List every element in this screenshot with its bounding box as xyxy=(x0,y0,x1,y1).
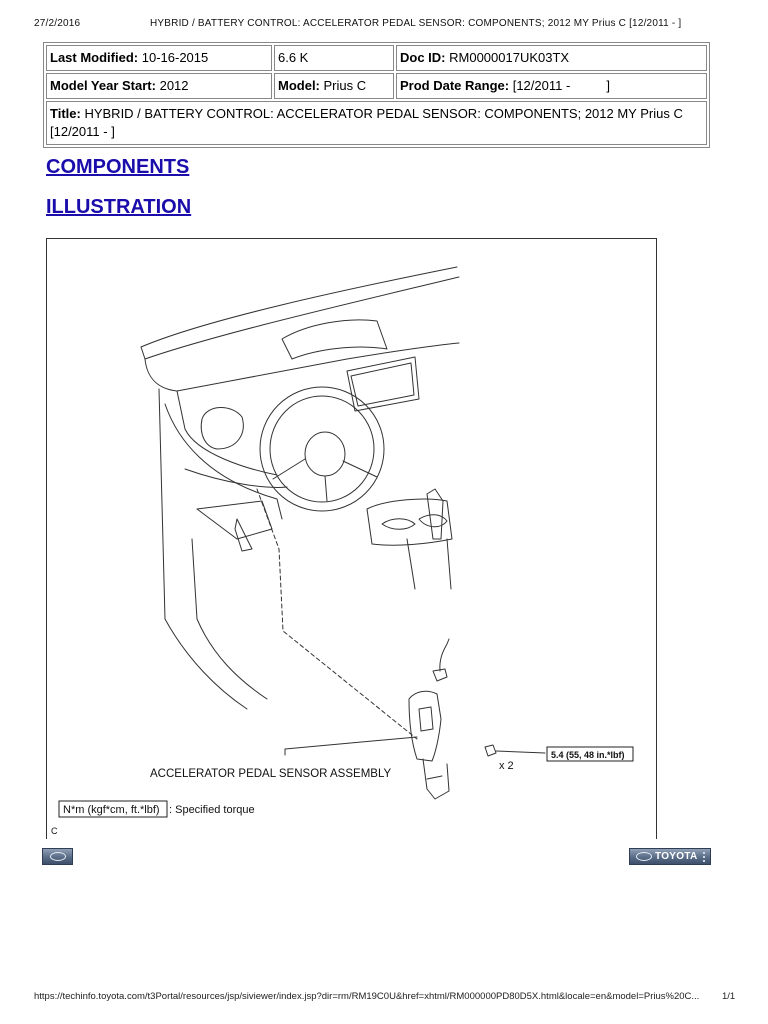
bolt-quantity: x 2 xyxy=(499,760,514,772)
print-date: 27/2/2016 xyxy=(34,18,81,29)
model-label: Model: xyxy=(278,78,320,93)
model-year-label: Model Year Start: xyxy=(50,78,156,93)
title-cell: Title: HYBRID / BATTERY CONTROL: ACCELER… xyxy=(46,101,707,145)
model-year-cell: Model Year Start: 2012 xyxy=(46,73,272,99)
accelerator-pedal-diagram: 5.4 (55, 48 in.*lbf) x 2 ACCELERATOR PED… xyxy=(51,266,634,836)
doc-id-label: Doc ID: xyxy=(400,50,446,65)
center-display xyxy=(346,356,420,412)
title-value: HYBRID / BATTERY CONTROL: ACCELERATOR PE… xyxy=(50,106,683,139)
last-modified-cell: Last Modified: 10-16-2015 xyxy=(46,45,272,71)
part-label: ACCELERATOR PEDAL SENSOR ASSEMBLY xyxy=(150,768,391,780)
pedal-sensor-assembly xyxy=(408,690,442,762)
legend-units: N*m (kgf*cm, ft.*lbf) xyxy=(63,804,160,816)
bolt xyxy=(484,744,497,757)
document-size: 6.6 K xyxy=(278,50,309,65)
toyota-brand-label: TOYOTA xyxy=(655,851,698,862)
document-metadata-table: Last Modified: 10-16-2015 6.6 K Doc ID: … xyxy=(43,42,710,148)
doc-id-value: RM0000017UK03TX xyxy=(449,50,570,65)
illustration-link[interactable]: ILLUSTRATION xyxy=(46,196,192,218)
title-label: Title: xyxy=(50,106,81,121)
metadata-row: Model Year Start: 2012 Model: Prius C Pr… xyxy=(46,73,707,99)
shift-lever xyxy=(426,488,444,540)
print-title: HYBRID / BATTERY CONTROL: ACCELERATOR PE… xyxy=(150,18,682,29)
toyota-home-button[interactable] xyxy=(42,848,73,865)
doc-id-cell: Doc ID: RM0000017UK03TX xyxy=(396,45,707,71)
legend-text: : Specified torque xyxy=(169,804,255,816)
illustration-code: C xyxy=(51,826,58,836)
instrument-cluster xyxy=(281,319,388,360)
illustration-frame: 5.4 (55, 48 in.*lbf) x 2 ACCELERATOR PED… xyxy=(46,238,657,839)
dashboard-outline xyxy=(140,266,458,348)
metadata-row: Last Modified: 10-16-2015 6.6 K Doc ID: … xyxy=(46,45,707,71)
toyota-logo-icon xyxy=(636,852,652,861)
toyota-logo-icon xyxy=(50,852,66,861)
model-year-value: 2012 xyxy=(159,78,189,93)
last-modified-label: Last Modified: xyxy=(50,50,139,65)
center-console xyxy=(366,498,453,546)
leader-line xyxy=(256,488,418,740)
prod-date-label: Prod Date Range: xyxy=(400,78,510,93)
print-url: https://techinfo.toyota.com/t3Portal/res… xyxy=(34,991,700,1002)
grip-dots-icon xyxy=(703,852,707,862)
size-cell: 6.6 K xyxy=(274,45,394,71)
prod-date-value: [12/2011 - ] xyxy=(512,78,611,93)
model-cell: Model: Prius C xyxy=(274,73,394,99)
toyota-brand-button[interactable]: TOYOTA xyxy=(629,848,711,865)
page-number: 1/1 xyxy=(722,991,736,1002)
torque-value: 5.4 (55, 48 in.*lbf) xyxy=(551,750,625,760)
model-value: Prius C xyxy=(323,78,367,93)
prod-date-cell: Prod Date Range: [12/2011 - ] xyxy=(396,73,707,99)
steering-wheel xyxy=(259,386,385,512)
metadata-row: Title: HYBRID / BATTERY CONTROL: ACCELER… xyxy=(46,101,707,145)
connector xyxy=(439,638,450,672)
components-link[interactable]: COMPONENTS xyxy=(46,156,190,178)
brake-pedal xyxy=(234,518,253,552)
side-vent xyxy=(200,407,244,450)
last-modified-value: 10-16-2015 xyxy=(141,50,209,65)
